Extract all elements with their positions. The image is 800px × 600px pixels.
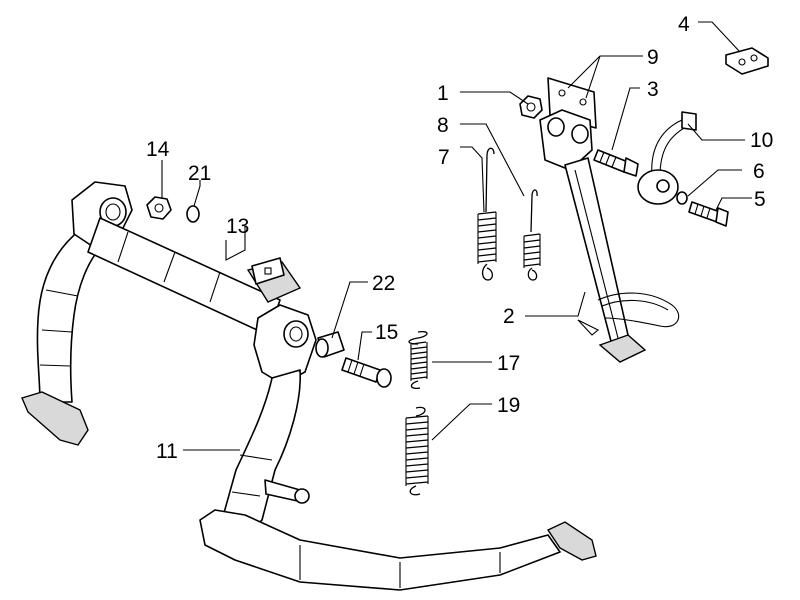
center-stand: [21, 181, 597, 591]
leader-lines: [161, 21, 752, 451]
part-13-bracket: [246, 257, 302, 303]
part-6-washer: [676, 191, 688, 205]
part-17-spring: [408, 330, 428, 390]
callout-6: 6: [753, 160, 765, 183]
callout-9: 9: [647, 46, 659, 69]
part-19-spring: [405, 406, 429, 496]
callout-19: 19: [497, 394, 520, 417]
part-15-bolt: [341, 357, 392, 388]
callout-1: 1: [437, 82, 449, 105]
callout-8: 8: [437, 114, 449, 137]
part-3-bolt: [593, 149, 639, 177]
callout-3: 3: [647, 78, 659, 101]
callout-11: 11: [156, 440, 178, 463]
part-22-bushing: [315, 331, 345, 358]
callout-4: 4: [678, 13, 690, 36]
part-21-washer: [186, 205, 200, 223]
callout-22: 22: [372, 272, 395, 295]
side-stand: [539, 77, 680, 363]
callout-21: 21: [188, 162, 211, 185]
callout-7: 7: [438, 146, 450, 169]
callout-10: 10: [750, 129, 773, 152]
part-10-switch: [637, 111, 697, 205]
callout-2: 2: [503, 305, 515, 328]
callout-17: 17: [497, 352, 520, 375]
part-8-spring: [523, 189, 541, 281]
part-1-nut: [519, 95, 543, 119]
callout-5: 5: [754, 188, 766, 211]
part-14-nut: [146, 196, 172, 220]
part-4-clip: [725, 47, 769, 75]
callout-14: 14: [146, 138, 170, 161]
callouts: 1 2 3 4 5 6 7 8 9 10 11 13 14 15 17 19 2…: [146, 13, 773, 463]
part-5-bolt: [688, 201, 729, 227]
callout-13: 13: [226, 215, 249, 238]
callout-15: 15: [375, 321, 398, 344]
part-7-spring: [477, 147, 497, 281]
